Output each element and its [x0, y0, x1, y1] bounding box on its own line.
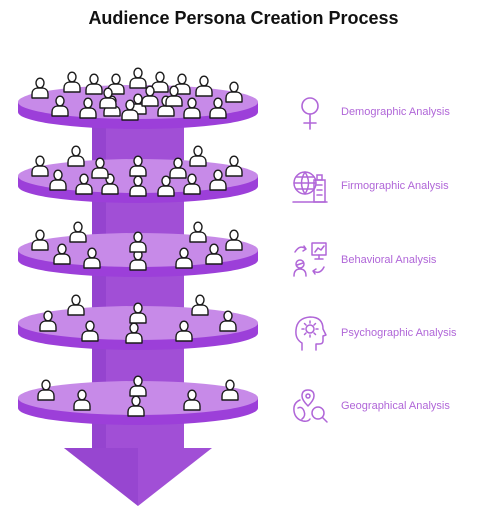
funnel-discs: [18, 67, 258, 425]
page-title: Audience Persona Creation Process: [88, 8, 399, 28]
disc-1: [18, 67, 258, 129]
behavior-chart-icon: [290, 240, 330, 280]
stage-label-geographical: Geographical Analysis: [341, 400, 450, 412]
person-icon: [69, 221, 87, 243]
stage-label-behavioral: Behavioral Analysis: [341, 254, 437, 266]
stage-label-demographic: Demographic Analysis: [341, 106, 450, 118]
stage-label-psychographic: Psychographic Analysis: [341, 327, 457, 339]
person-icon: [189, 145, 207, 167]
person-icon: [85, 73, 103, 95]
stage-label-firmographic: Firmographic Analysis: [341, 180, 449, 192]
arrowhead-shade: [64, 448, 138, 506]
disc-4: [18, 294, 258, 350]
head-gear-icon: [290, 313, 330, 353]
female-symbol-icon: [290, 92, 330, 132]
person-icon: [129, 67, 147, 89]
globe-buildings-icon: [290, 166, 330, 206]
disc-3: [18, 221, 258, 277]
disc-2: [18, 145, 258, 203]
person-icon: [67, 145, 85, 167]
person-icon: [195, 75, 213, 97]
disc-5: [18, 375, 258, 425]
person-icon: [189, 221, 207, 243]
person-icon: [63, 71, 81, 93]
person-icon: [191, 294, 209, 316]
person-icon: [31, 77, 49, 99]
person-icon: [67, 294, 85, 316]
map-search-icon: [290, 386, 330, 426]
